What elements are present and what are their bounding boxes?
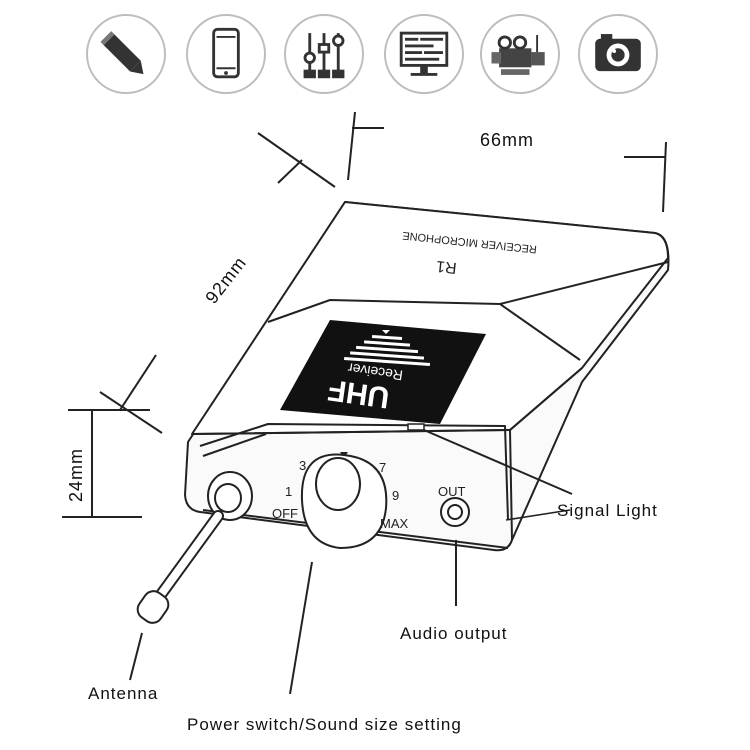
model-label: R1 bbox=[435, 257, 457, 276]
out-label: OUT bbox=[438, 484, 466, 499]
knob-scale-1: 1 bbox=[285, 484, 292, 499]
audio-out-jack bbox=[440, 497, 470, 527]
callout-lines bbox=[129, 429, 573, 695]
knob-scale-9: 9 bbox=[392, 488, 399, 503]
callout-power-switch: Power switch/Sound size setting bbox=[187, 715, 462, 734]
uhf-display bbox=[280, 320, 486, 424]
callout-antenna: Antenna bbox=[88, 684, 159, 703]
smartphone-icon bbox=[186, 14, 266, 94]
dimension-length: 92mm bbox=[201, 253, 250, 308]
knob-scale-off: OFF bbox=[272, 506, 298, 521]
video-camera-icon bbox=[480, 14, 560, 94]
monitor-editing-icon bbox=[384, 14, 464, 94]
signal-light bbox=[407, 423, 425, 431]
callout-signal-light: Signal Light bbox=[557, 501, 658, 520]
display-wave-graphic bbox=[344, 330, 431, 366]
pencil-icon bbox=[86, 14, 166, 94]
antenna bbox=[136, 471, 253, 624]
callout-audio-output: Audio output bbox=[400, 624, 508, 643]
knob-scale-3: 3 bbox=[299, 458, 306, 473]
dimension-width: 66mm bbox=[480, 130, 534, 150]
equalizer-sliders-icon bbox=[284, 14, 364, 94]
dimension-height: 24mm bbox=[66, 448, 86, 502]
screen-subtitle: Receiver bbox=[347, 360, 404, 384]
knob-scale-7: 7 bbox=[379, 460, 386, 475]
camera-icon bbox=[578, 14, 658, 94]
dimension-lines bbox=[62, 111, 667, 518]
power-volume-knob[interactable] bbox=[300, 453, 388, 550]
knob-scale-max: MAX bbox=[380, 516, 409, 531]
